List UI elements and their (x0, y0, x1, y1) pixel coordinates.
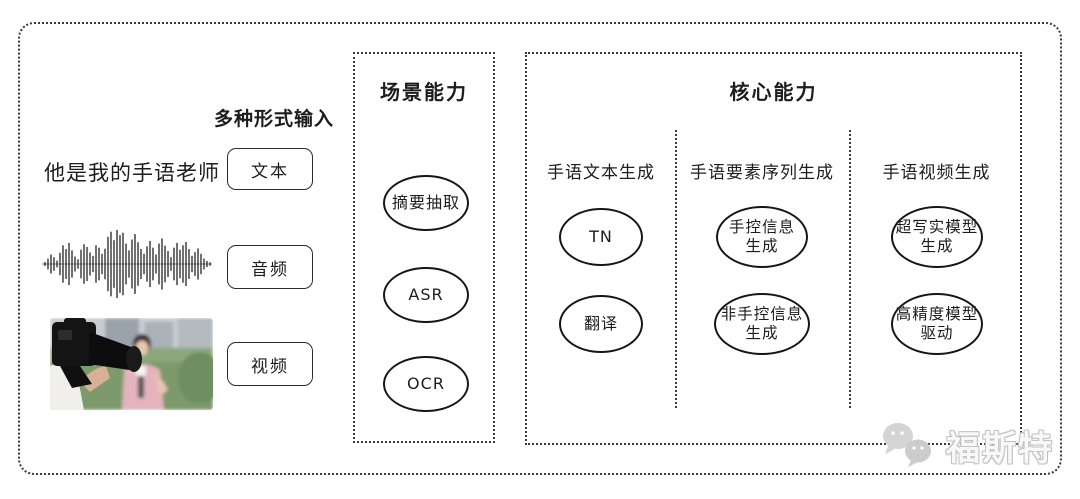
node-tn: TN (559, 208, 643, 266)
reporter-photo-graphic (50, 318, 213, 410)
node-translation: 翻译 (559, 295, 643, 353)
input-type-label-text: 文本 (251, 161, 289, 182)
audio-waveform-icon (42, 230, 212, 298)
sample-input-text: 他是我的手语老师 (44, 161, 220, 185)
video-thumbnail-image (50, 318, 213, 410)
node-label: 摘要抽取 (391, 193, 460, 212)
node-ocr: OCR (383, 356, 469, 412)
node-non-manual-info-generation: 非手控信息 生成 (714, 293, 810, 355)
node-label: TN (589, 227, 613, 246)
node-asr: ASR (383, 267, 469, 323)
node-label: 超写实模型 生成 (895, 217, 979, 255)
node-high-precision-model-driving: 高精度模型 驱动 (891, 293, 983, 355)
scene-capability-panel: 场景能力 预处理 摘要抽取 ASR OCR (353, 52, 495, 443)
column-header-element-sequence-generation: 手语要素序列生成 (690, 163, 834, 183)
node-label: 非手控信息 生成 (720, 304, 804, 342)
column-header-text-generation: 手语文本生成 (547, 163, 655, 183)
node-hyperrealistic-model-generation: 超写实模型 生成 (891, 206, 983, 268)
core-panel-title: 核心能力 (729, 80, 818, 104)
node-label: OCR (407, 374, 445, 393)
node-label: ASR (408, 285, 444, 304)
chat-bubbles-icon (883, 423, 931, 467)
node-summary-extraction: 摘要抽取 (383, 175, 469, 231)
watermark: 福斯特 (878, 418, 1054, 472)
column-divider-1 (675, 130, 677, 408)
input-type-box-text: 文本 (227, 148, 313, 190)
camera-icon (52, 318, 142, 388)
core-capability-panel: 核心能力 手语文本生成 手语要素序列生成 手语视频生成 TN 翻译 手控信息 生… (525, 52, 1022, 445)
outer-dotted-border (18, 22, 1062, 475)
node-label: 高精度模型 驱动 (895, 304, 979, 342)
node-label: 翻译 (583, 314, 618, 333)
node-label: 手控信息 生成 (728, 217, 795, 255)
input-type-label-audio: 音频 (251, 259, 289, 280)
input-type-box-video: 视频 (227, 342, 313, 386)
input-section-title: 多种形式输入 (214, 108, 335, 130)
input-type-box-audio: 音频 (227, 245, 313, 289)
column-divider-2 (849, 130, 851, 408)
column-header-video-generation: 手语视频生成 (882, 163, 991, 183)
node-manual-info-generation: 手控信息 生成 (716, 206, 808, 268)
input-type-label-video: 视频 (251, 356, 289, 377)
scene-panel-title: 场景能力 (380, 80, 468, 104)
watermark-text: 福斯特 (946, 428, 1054, 469)
